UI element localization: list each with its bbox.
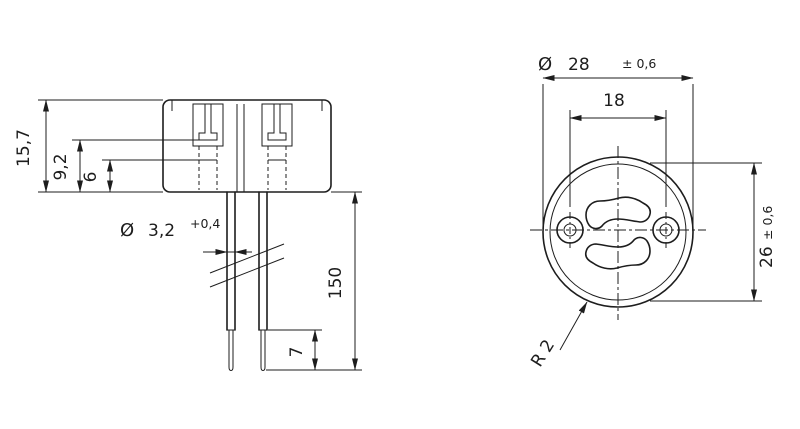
- dim-label-corner-radius: R 2: [527, 336, 559, 370]
- dim-label-inner-depth: 6: [81, 172, 101, 183]
- dim-label-outer-tol: ± 0,6: [622, 56, 656, 71]
- dim-corner-radius: R 2: [527, 301, 588, 371]
- dim-label-contact-depth: 9,2: [51, 153, 71, 180]
- contact-left: [198, 104, 218, 141]
- pin-hole-left: [556, 216, 584, 244]
- dim-wire-diameter: Ø 3,2 +0,4: [120, 216, 252, 255]
- dim-label-outer-dia: 28: [568, 55, 590, 75]
- lock-slot-bottom: [584, 236, 651, 270]
- dim-label-body-height: 26: [757, 246, 777, 268]
- lock-slots: [584, 196, 652, 270]
- lead-wires: [226, 191, 268, 372]
- dim-label-body-height-tol: ± 0,6: [760, 206, 775, 240]
- dim-total-height: 15,7: [14, 99, 163, 193]
- socket-body-outline: [162, 99, 332, 193]
- pin-hole-right: [652, 216, 680, 244]
- contact-right: [267, 104, 287, 141]
- dim-strip-length: 7: [268, 329, 322, 371]
- dim-label-wire-length: 150: [326, 267, 346, 299]
- contact-slots: [192, 103, 293, 192]
- stripped-end-right: [260, 330, 266, 372]
- dim-wire-length: 150: [266, 191, 362, 371]
- dim-label-wire-dia: 3,2: [148, 221, 175, 241]
- dim-label-total-height: 15,7: [14, 129, 34, 167]
- centerlines: [530, 146, 706, 320]
- side-view: 15,7 9,2 6 Ø 3,2 +0,4 150: [14, 99, 362, 372]
- dim-label-strip-length: 7: [287, 347, 307, 358]
- wire-dia-symbol: Ø: [120, 220, 134, 241]
- dim-contact-depth: 9,2: [51, 139, 199, 193]
- hidden-lines: [198, 146, 287, 190]
- dim-pin-spacing: 18: [569, 91, 667, 207]
- outer-dia-symbol: Ø: [538, 54, 552, 75]
- dim-inner-depth: 6: [81, 159, 199, 193]
- dim-label-pin-spacing: 18: [603, 91, 625, 111]
- dim-label-wire-tol: +0,4: [190, 216, 220, 231]
- break-marks: [209, 243, 285, 288]
- dim-outer-diameter: Ø 28 ± 0,6: [538, 54, 694, 225]
- stripped-end-left: [228, 330, 234, 372]
- front-view: Ø 28 ± 0,6 18 26 ± 0,6 R 2: [527, 54, 777, 371]
- lock-slot-top: [585, 196, 652, 230]
- dim-body-height: 26 ± 0,6: [650, 162, 777, 302]
